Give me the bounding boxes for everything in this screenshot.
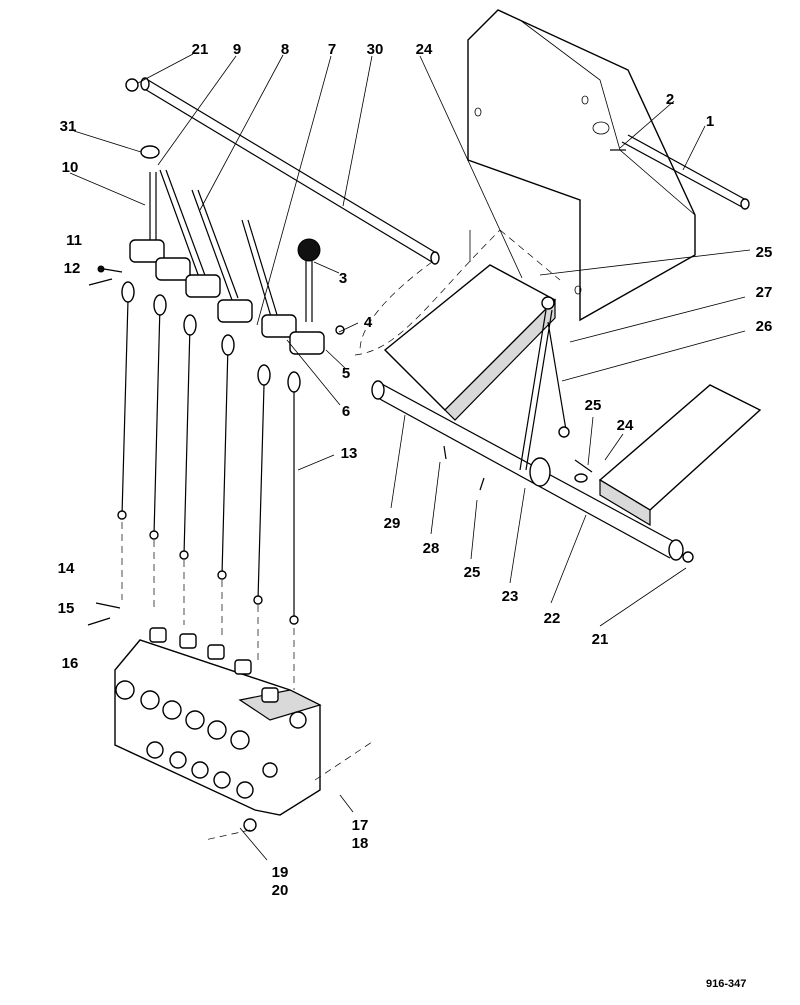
callout-21-top: 21 [192, 41, 209, 58]
callout-24-right: 24 [617, 417, 634, 434]
shaft-1 [610, 134, 750, 210]
rod-30 [125, 77, 440, 265]
callout-23: 23 [502, 588, 519, 605]
callout-3: 3 [339, 270, 347, 287]
callout-8: 8 [281, 41, 289, 58]
callout-14: 14 [58, 560, 75, 577]
figure-id: 916-347 [706, 978, 746, 990]
callout-6: 6 [342, 403, 350, 420]
callout-12: 12 [64, 260, 81, 277]
lever-3 [297, 238, 345, 335]
leader-lines [69, 53, 751, 861]
callout-9: 9 [233, 41, 241, 58]
callout-27: 27 [756, 284, 773, 301]
lever-bank [88, 169, 325, 355]
callout-15: 15 [58, 600, 75, 617]
callout-31: 31 [60, 118, 77, 135]
callout-22: 22 [544, 610, 561, 627]
callout-2: 2 [666, 91, 674, 108]
callout-labels: 21 9 8 7 30 24 2 1 31 10 11 12 25 3 27 4… [58, 41, 773, 899]
callout-17: 17 [352, 817, 369, 834]
link-rods-13 [117, 281, 301, 625]
pedal-assembly [371, 264, 762, 563]
callout-29: 29 [384, 515, 401, 532]
callout-18: 18 [352, 835, 369, 852]
callout-7: 7 [328, 41, 336, 58]
callout-25-right: 25 [756, 244, 773, 261]
callout-5: 5 [342, 365, 350, 382]
callout-25-bottom: 25 [464, 564, 481, 581]
control-valve-16 [87, 602, 322, 832]
callout-1: 1 [706, 113, 714, 130]
callout-26: 26 [756, 318, 773, 335]
callout-13: 13 [341, 445, 358, 462]
callout-16: 16 [62, 655, 79, 672]
mounting-plate [467, 9, 696, 322]
callout-28: 28 [423, 540, 440, 557]
ring-31 [140, 145, 160, 159]
callout-25-mid: 25 [585, 397, 602, 414]
callout-19: 19 [272, 864, 289, 881]
callout-11: 11 [66, 232, 82, 249]
callout-24-top: 24 [416, 41, 433, 58]
callout-30: 30 [367, 41, 384, 58]
callout-4: 4 [364, 314, 373, 331]
callout-10: 10 [62, 159, 79, 176]
callout-21-bottom: 21 [592, 631, 609, 648]
callout-20: 20 [272, 882, 289, 899]
assembly-lines [121, 229, 561, 841]
